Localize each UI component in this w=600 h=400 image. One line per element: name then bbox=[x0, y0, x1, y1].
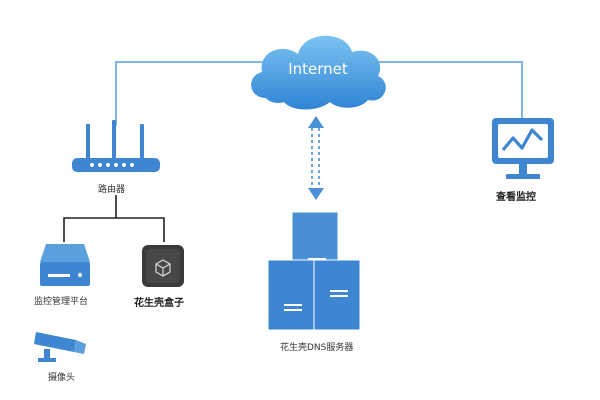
server-stack-icon bbox=[267, 211, 361, 331]
dns-servers-label: 花生壳DNS服务器 bbox=[280, 343, 354, 353]
dns-link-arrow bbox=[308, 116, 324, 200]
nvr-label: 监控管理平台 bbox=[34, 297, 89, 307]
nvr-icon bbox=[40, 244, 90, 286]
server-left bbox=[267, 259, 315, 331]
router-icon bbox=[72, 120, 160, 172]
cloud-to-router-line bbox=[115, 61, 268, 126]
monitor-chart-icon bbox=[492, 118, 554, 179]
internet-label: Internet bbox=[288, 60, 348, 78]
monitor-view-label: 查看监控 bbox=[496, 192, 536, 203]
server-right bbox=[313, 259, 361, 331]
cloud-icon bbox=[251, 35, 386, 110]
cloud-connections bbox=[115, 61, 523, 126]
router-label: 路由器 bbox=[98, 185, 126, 195]
camera-icon bbox=[34, 332, 86, 362]
peanut-box-label: 花生壳盒子 bbox=[134, 298, 184, 309]
peanut-box-icon bbox=[142, 245, 184, 287]
camera-label: 摄像头 bbox=[48, 373, 76, 383]
router-tree-lines bbox=[63, 195, 165, 242]
cloud-to-monitor-line bbox=[368, 61, 523, 118]
